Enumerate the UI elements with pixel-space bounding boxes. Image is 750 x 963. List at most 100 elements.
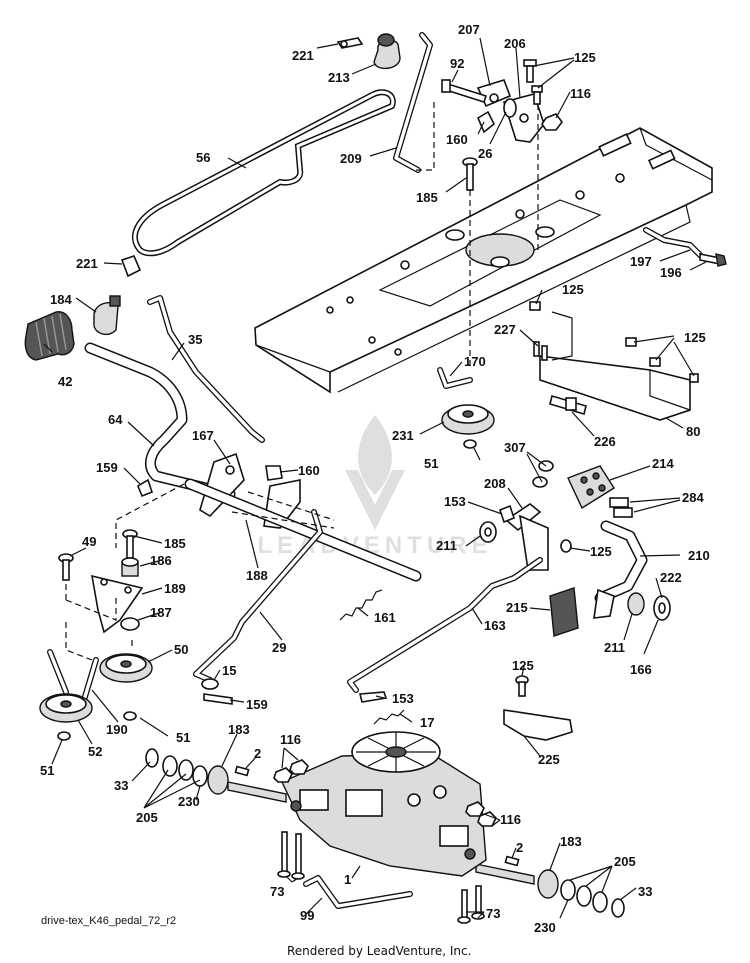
bolt-125b-part[interactable] [529, 301, 541, 311]
rod-99-part[interactable] [303, 875, 413, 909]
plate-189-part[interactable] [91, 574, 144, 634]
rod-197-part[interactable] [643, 227, 703, 258]
nuts-116b-part[interactable] [273, 759, 309, 783]
washers-307-part[interactable] [532, 460, 554, 488]
bolt-185b-part[interactable] [122, 529, 138, 559]
nuts-116c-part[interactable] [465, 801, 497, 827]
bracket-80-part[interactable] [539, 311, 691, 421]
callout-125c: 125 [684, 330, 706, 345]
cap-184-part[interactable] [93, 295, 121, 336]
callout-205a: 205 [136, 810, 158, 825]
bushing-211a-part[interactable] [479, 521, 497, 543]
callout-125e: 125 [512, 658, 534, 673]
callout-73a: 73 [270, 884, 284, 899]
callout-56: 56 [196, 150, 210, 165]
callout-125a: 125 [574, 50, 596, 65]
clip-160b-part[interactable] [265, 465, 283, 481]
callout-189: 189 [164, 581, 186, 596]
bolt-125a-part[interactable] [523, 59, 543, 105]
bracket-right-part[interactable] [518, 514, 549, 571]
clip-153a-part[interactable] [499, 504, 515, 524]
washer-222-part[interactable] [653, 595, 671, 621]
nut-116a-part[interactable] [541, 113, 563, 131]
callout-167: 167 [192, 428, 214, 443]
shield-225-part[interactable] [503, 709, 573, 741]
callout-159b: 159 [246, 697, 268, 712]
frame-part[interactable] [254, 127, 713, 394]
callout-labels: 221 213 207 206 125 92 116 56 160 26 209… [40, 22, 710, 935]
belt-clip-221-part[interactable] [336, 37, 364, 49]
nut-51c-part[interactable] [57, 731, 71, 741]
rod-163-part[interactable] [347, 557, 543, 693]
bolt-125d-part[interactable] [560, 539, 572, 553]
bolts-227-part[interactable] [533, 341, 548, 361]
callout-29: 29 [272, 640, 286, 655]
clip-221b-part[interactable] [120, 255, 142, 278]
pulley-231-part[interactable] [441, 404, 495, 435]
hub-183b-part[interactable] [537, 869, 559, 899]
lever-64-part[interactable] [84, 342, 236, 500]
nut-51b-part[interactable] [123, 711, 137, 721]
washers-205b-part[interactable] [576, 885, 608, 913]
callout-2b: 2 [516, 840, 523, 855]
pads-284-part[interactable] [609, 497, 633, 518]
drive-belt-part[interactable] [132, 89, 396, 257]
bracket-226-part[interactable] [549, 394, 587, 416]
callout-187: 187 [150, 605, 172, 620]
nut-51a-part[interactable] [463, 439, 477, 449]
bolts-73a-part[interactable] [277, 831, 305, 880]
leader-lines [43, 37, 707, 919]
callout-221b: 221 [76, 256, 98, 271]
callout-50: 50 [174, 642, 188, 657]
clip-153b-part[interactable] [358, 691, 388, 703]
pivot-bolt-92-part[interactable] [441, 79, 488, 103]
callout-209: 209 [340, 151, 362, 166]
callout-197: 197 [630, 254, 652, 269]
key-2a-part[interactable] [234, 765, 250, 777]
pin-159b-part[interactable] [203, 693, 233, 705]
cable-35-part[interactable] [147, 295, 265, 443]
hub-183a-part[interactable] [207, 765, 229, 795]
lever-210-part[interactable] [593, 520, 648, 619]
callout-206: 206 [504, 36, 526, 51]
ring-26-part[interactable] [503, 98, 517, 118]
callout-73b: 73 [486, 906, 500, 921]
washer-230b-part[interactable] [560, 879, 576, 901]
bolt-125e-part[interactable] [515, 675, 529, 697]
bolts-73b-part[interactable] [457, 885, 485, 924]
knob-213-part[interactable] [373, 33, 401, 69]
callout-116c: 116 [500, 812, 521, 827]
washers-205a-part[interactable] [162, 755, 194, 781]
lift-rod-209-part[interactable] [393, 32, 433, 173]
spring-17-part[interactable] [373, 709, 405, 725]
pulley-52-part[interactable] [39, 693, 93, 723]
clip-33b-part[interactable] [611, 898, 625, 918]
key-2b-part[interactable] [504, 855, 520, 867]
idler-arm-170-part[interactable] [437, 367, 473, 389]
shaft-188-part[interactable] [184, 478, 422, 582]
transaxle-1-part[interactable] [227, 731, 535, 885]
bushing-211b-part[interactable] [627, 592, 645, 616]
arm-190-part[interactable] [47, 649, 99, 703]
washer-15-part[interactable] [201, 678, 219, 690]
callout-183a: 183 [228, 722, 250, 737]
pin-159a-part[interactable] [137, 478, 153, 498]
callout-211b: 211 [604, 640, 625, 655]
callout-2a: 2 [254, 746, 261, 761]
spacer-186-part[interactable] [121, 557, 139, 577]
spring-161-part[interactable] [339, 589, 383, 621]
rod-29-part[interactable] [193, 509, 323, 683]
bolt-196-part[interactable] [699, 253, 727, 267]
pad-215-part[interactable] [549, 587, 579, 637]
bolt-185a-part[interactable] [462, 157, 478, 191]
callout-185a: 185 [416, 190, 438, 205]
assembly-lines [65, 102, 539, 661]
pedal-214-part[interactable] [567, 465, 615, 510]
grip-42-part[interactable] [24, 311, 75, 361]
pulley-50-part[interactable] [99, 653, 153, 683]
bolt-49-part[interactable] [58, 553, 74, 581]
callout-51a: 51 [424, 456, 438, 471]
callout-26: 26 [478, 146, 492, 161]
washer-187-part[interactable] [120, 617, 140, 631]
